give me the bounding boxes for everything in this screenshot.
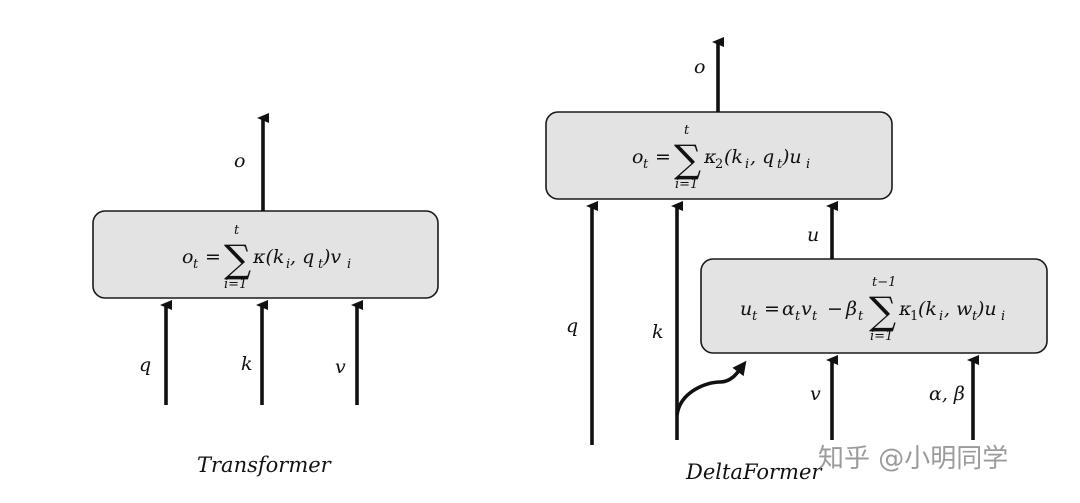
transformer-formula-body-mid: , q: [290, 246, 314, 268]
top-formula-args-mid: , q: [750, 146, 774, 168]
transformer-formula-sum-lower: i=1: [224, 277, 247, 292]
bottom-formula-args-sub1: i: [939, 309, 943, 324]
deltaformer-top-box: [545, 111, 893, 200]
bottom-formula-eq: =: [764, 298, 780, 320]
bottom-formula-v-sub: t: [812, 309, 818, 324]
transformer-formula-eq: =: [205, 246, 221, 268]
bottom-formula-sum-upper: t−1: [872, 275, 896, 290]
transformer-formula-lhs: o: [182, 246, 193, 268]
bottom-formula-lhs: u: [740, 298, 752, 320]
bottom-formula-v: v: [801, 298, 812, 320]
transformer-output-label: o: [234, 150, 245, 172]
top-formula-kappa: κ: [703, 146, 717, 168]
transformer-diagram: o q k v o t = ∑ t i=1 κ(k i , q t )v i T…: [92, 113, 439, 477]
transformer-formula-body: κ(k: [252, 246, 284, 268]
bottom-formula-minus: −: [827, 298, 843, 320]
top-formula-lhs: o: [632, 146, 643, 168]
deltaformer-q-label: q: [566, 315, 578, 337]
deltaformer-u-label: u: [807, 224, 819, 246]
transformer-v-label: v: [335, 356, 346, 378]
top-formula-kappa-sub: 2: [715, 157, 723, 172]
deltaformer-k-branch-arrow: [675, 360, 747, 416]
transformer-attention-box: [92, 210, 439, 299]
bottom-formula-args-sub2: t: [972, 309, 978, 324]
bottom-formula-sum-lower: i=1: [870, 329, 893, 344]
transformer-formula-sum-upper: t: [234, 223, 240, 238]
bottom-formula-args-mid: , w: [944, 298, 972, 320]
top-formula-eq: =: [655, 146, 671, 168]
deltaformer-bottom-sigma-icon: ∑: [869, 289, 896, 333]
deltaformer-output-label: o: [694, 56, 705, 78]
deltaformer-alpha-beta-label: α, β: [929, 383, 965, 405]
deltaformer-top-formula: o t = ∑ t i=1 κ 2 (k i , q t )u i: [632, 123, 810, 192]
bottom-formula-alpha: α: [782, 298, 795, 320]
bottom-formula-args-sub3: i: [1001, 309, 1005, 324]
top-formula-args-sub2: t: [777, 157, 783, 172]
watermark-text: 知乎 @小明同学: [818, 444, 1008, 474]
bottom-formula-args-open: (k: [918, 298, 937, 320]
deltaformer-top-sigma-icon: ∑: [674, 137, 701, 181]
transformer-formula-body-sub2: t: [318, 257, 324, 272]
transformer-caption: Transformer: [197, 453, 333, 477]
transformer-q-label: q: [139, 354, 151, 376]
transformer-formula-lhs-sub: t: [193, 257, 199, 272]
deltaformer-k-label: k: [652, 321, 664, 343]
bottom-formula-alpha-sub: t: [795, 309, 801, 324]
bottom-formula-kappa: κ: [898, 298, 912, 320]
deltaformer-caption: DeltaFormer: [685, 460, 823, 484]
top-formula-args-open: (k: [724, 146, 743, 168]
top-formula-args-sub1: i: [745, 157, 749, 172]
top-formula-sum-upper: t: [684, 123, 690, 138]
bottom-formula-lhs-sub: t: [752, 309, 758, 324]
top-formula-args-sub3: i: [806, 157, 810, 172]
top-formula-args-close: )u: [781, 146, 802, 168]
transformer-sigma-icon: ∑: [224, 237, 251, 281]
transformer-formula-body-sub1: i: [286, 257, 290, 272]
top-formula-sum-lower: i=1: [675, 177, 698, 192]
bottom-formula-args-close: )u: [976, 298, 997, 320]
bottom-formula-beta: β: [845, 298, 857, 320]
top-formula-lhs-sub: t: [643, 157, 649, 172]
transformer-formula-body-sub3: i: [347, 257, 351, 272]
transformer-formula-body-close: )v: [322, 246, 341, 268]
deltaformer-bottom-box: [700, 258, 1048, 354]
deltaformer-bottom-formula: u t = α t v t − β t ∑ t−1 i=1 κ 1 (k i ,…: [740, 275, 1005, 344]
transformer-k-label: k: [241, 353, 253, 375]
bottom-formula-beta-sub: t: [858, 309, 864, 324]
deltaformer-v-label: v: [810, 383, 821, 405]
deltaformer-diagram: o u q k v α, β o t = ∑ t i=1 κ 2 (k i: [545, 37, 1048, 484]
bottom-formula-kappa-sub: 1: [910, 309, 918, 324]
transformer-formula: o t = ∑ t i=1 κ(k i , q t )v i: [182, 223, 351, 292]
